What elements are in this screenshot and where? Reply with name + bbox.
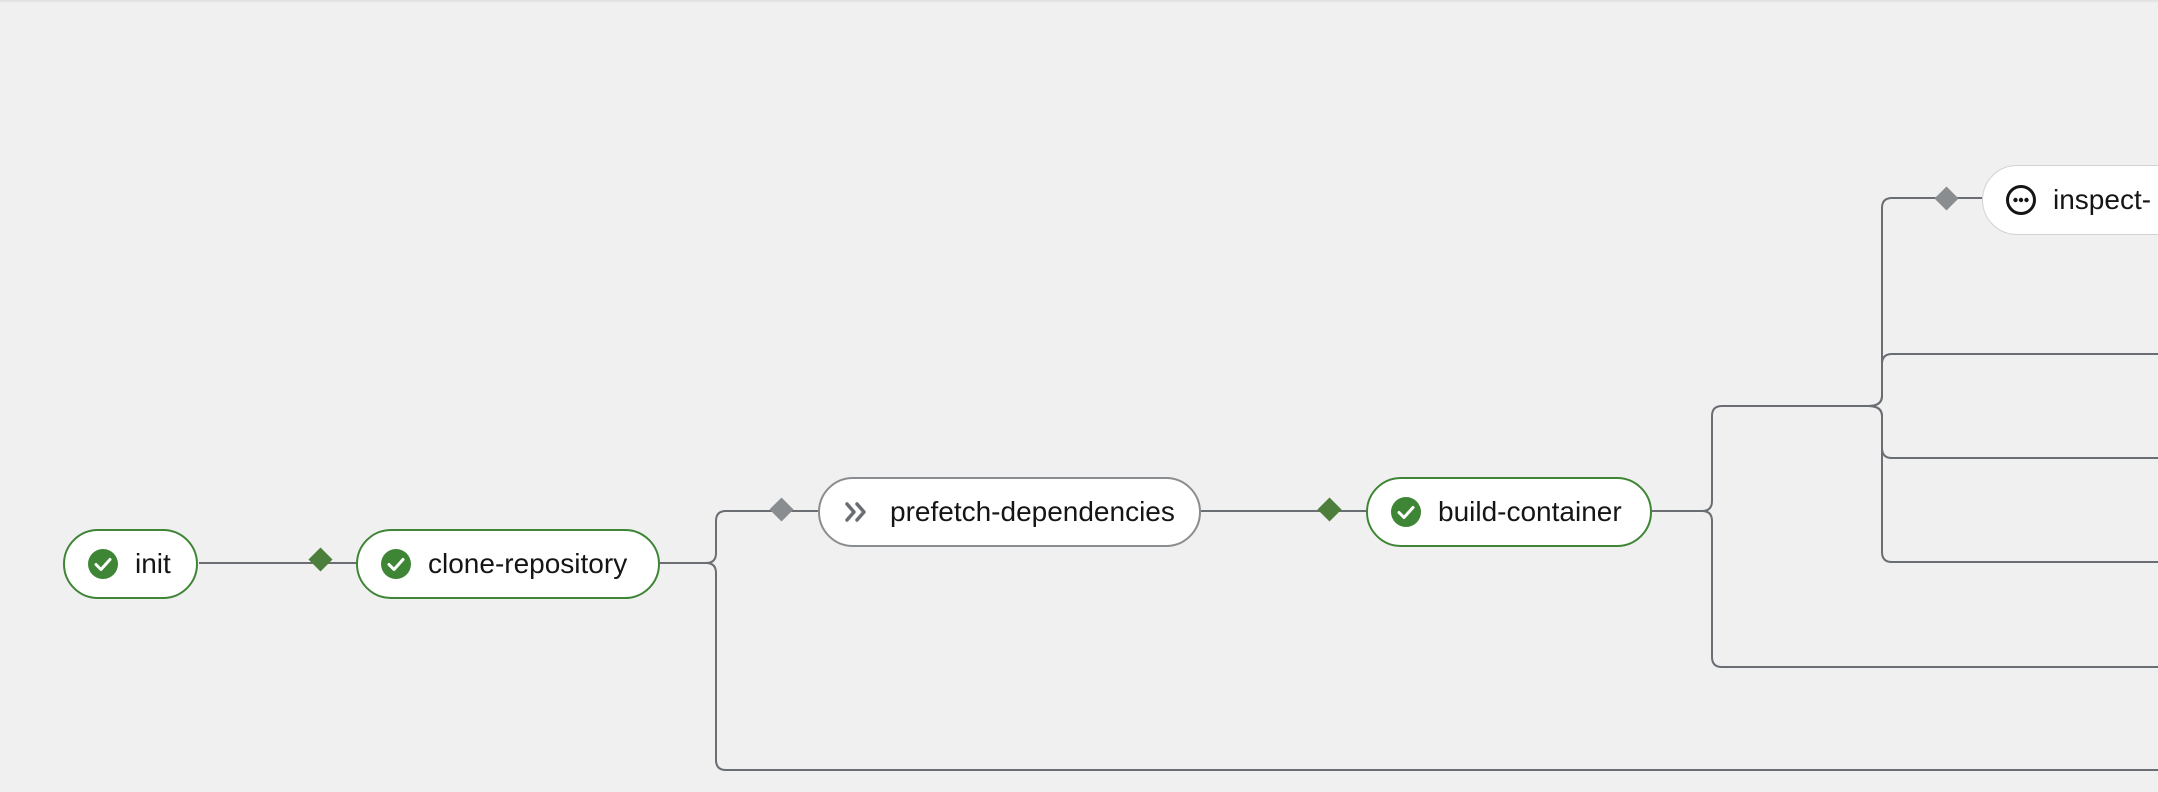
- angle-double-right-icon: [842, 496, 874, 528]
- when-expression-skipped-diamond: [1934, 186, 1959, 211]
- task-label: prefetch-dependencies: [890, 496, 1175, 527]
- edge-build-container-to-upper-trunk: [1652, 405, 1868, 512]
- edge-fanout-branch-1: [1867, 353, 2158, 407]
- task-node-init[interactable]: init: [63, 529, 198, 599]
- task-label: inspect-: [2053, 184, 2152, 215]
- edge-build-container-to-lower-branch: [1701, 510, 2158, 668]
- ellipsis-circle-icon: [2005, 184, 2037, 216]
- when-expression-met-diamond: [308, 547, 333, 572]
- task-node-inspect[interactable]: inspect-: [1982, 165, 2158, 235]
- task-label: clone-repository: [428, 548, 628, 579]
- task-label: build-container: [1438, 496, 1622, 527]
- task-node-prefetch-dependencies[interactable]: prefetch-dependencies: [818, 477, 1201, 547]
- edge-fanout-branch-3: [1867, 405, 2158, 563]
- edge-clone-repository-to-prefetch-dependencies: [660, 510, 818, 564]
- check-circle-icon: [1390, 496, 1422, 528]
- task-node-build-container[interactable]: build-container: [1366, 477, 1652, 547]
- edge-to-inspect: [1867, 197, 1982, 407]
- when-expression-skipped-diamond: [769, 497, 794, 522]
- task-label: init: [135, 548, 171, 579]
- check-circle-icon: [380, 548, 412, 580]
- check-circle-icon: [87, 548, 119, 580]
- edge-clone-repository-to-lower-branch: [705, 562, 2158, 771]
- when-expression-met-diamond: [1317, 497, 1342, 522]
- edge-fanout-branch-2: [1867, 405, 2158, 459]
- task-node-clone-repository[interactable]: clone-repository: [356, 529, 660, 599]
- toolbar-shadow: [0, 0, 2158, 3]
